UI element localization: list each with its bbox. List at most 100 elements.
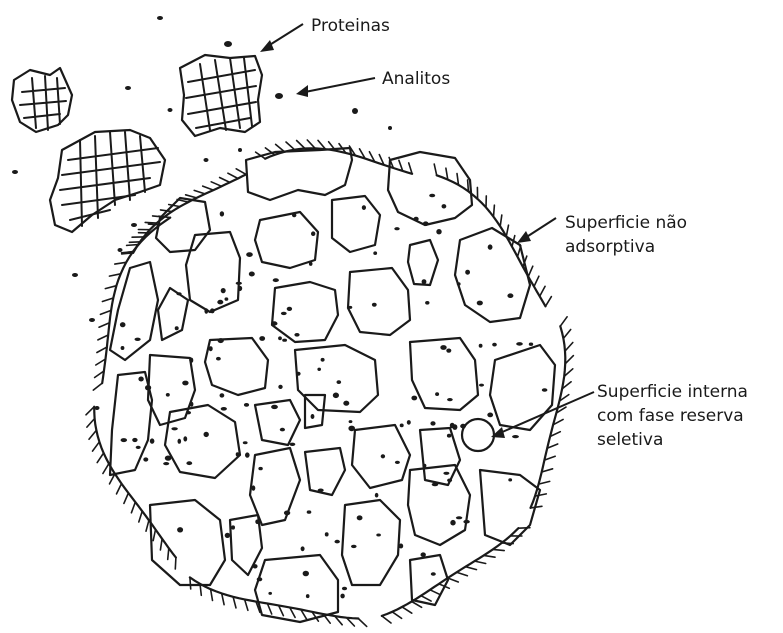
inner-analyte-dot: [281, 312, 287, 315]
inner-analyte-dot: [177, 527, 183, 532]
inner-analyte-dot: [210, 308, 215, 313]
inner-analyte-dot: [163, 462, 169, 465]
inner-analyte-dot: [479, 384, 484, 387]
inner-analyte-dot: [249, 272, 255, 277]
inner-analyte-dot: [399, 544, 403, 549]
outer-surface-tick: [468, 180, 469, 192]
inner-analyte-dot: [244, 403, 249, 407]
inner-analyte-dot: [450, 520, 455, 526]
inner-analyte-dot: [488, 244, 493, 249]
inner-analyte-dot: [317, 368, 321, 371]
arrow-analytes: [296, 78, 375, 97]
outer-surface-tick: [307, 140, 315, 148]
inner-analyte-dots: [120, 194, 547, 599]
inner-analyte-dot: [246, 252, 253, 257]
inner-analyte-dot: [245, 452, 250, 457]
outer-surface-tick: [117, 484, 122, 494]
inner-analyte-dot: [253, 564, 258, 568]
outer-surface-tick: [86, 407, 94, 415]
inner-analyte-dot: [436, 229, 441, 234]
label-proteins: Proteinas: [311, 16, 390, 36]
inner-analyte-dot: [507, 293, 513, 298]
inner-analyte-dot: [236, 282, 242, 285]
inner-analyte-dot: [175, 326, 179, 330]
inner-analyte-dot: [414, 217, 419, 221]
inner-analyte-dot: [143, 457, 148, 461]
label-inner-surface-line1: Superficie interna: [597, 382, 748, 402]
inner-analyte-dot: [221, 407, 227, 411]
inner-analyte-dot: [296, 372, 301, 376]
outer-surface-tick: [220, 178, 230, 183]
inner-analyte-dot: [375, 493, 379, 498]
inner-analyte-dot: [294, 333, 299, 337]
outer-surface-tick: [168, 548, 169, 559]
inner-analyte-dot: [394, 227, 399, 230]
outer-surface-tick: [448, 578, 459, 582]
outer-surface-tick: [392, 612, 401, 619]
inner-analyte-dot: [512, 435, 519, 438]
inner-analyte-dot: [138, 377, 143, 382]
outer-surface-ticks: [86, 140, 573, 626]
inner-analyte-dot: [337, 380, 342, 384]
inner-analyte-dot: [278, 385, 282, 389]
outer-surface-tick: [124, 493, 128, 503]
inner-analyte-dot: [479, 344, 483, 348]
inner-analyte-dot: [121, 438, 127, 442]
inner-analyte-dot: [423, 221, 429, 226]
inner-analyte-dot: [362, 205, 366, 210]
inner-analyte-dot: [407, 420, 411, 425]
inner-analyte-dot: [357, 515, 363, 520]
inner-analyte-dot: [446, 349, 451, 353]
inner-analyte-dot: [190, 402, 194, 407]
inner-analyte-dot: [220, 393, 225, 397]
inner-analyte-dot: [178, 439, 182, 444]
outer-surface-tick: [93, 442, 100, 451]
inner-analyte-dot: [132, 438, 137, 442]
inner-analyte-dot: [342, 587, 347, 591]
outer-surface-tick: [139, 511, 142, 522]
label-outer-surface-line2: adsorptiva: [565, 237, 655, 257]
inner-analyte-dot: [318, 489, 324, 492]
outer-surface-tick: [466, 567, 477, 570]
inner-analyte-dot: [135, 338, 141, 341]
inner-analyte-dot: [463, 520, 469, 524]
inner-analyte-dot: [429, 194, 435, 198]
outer-surface-tick: [402, 607, 412, 613]
protein-aggregate-large: [50, 130, 165, 232]
inner-analyte-dot: [217, 300, 223, 305]
inner-analyte-dot: [431, 572, 436, 576]
inner-analyte-dot: [271, 405, 278, 409]
inner-analyte-dot: [447, 398, 453, 401]
inner-analyte-dot: [456, 516, 462, 519]
inner-analyte-dot: [278, 336, 282, 340]
inner-analyte-dot: [381, 454, 385, 458]
outer-surface-tick: [99, 323, 110, 327]
outer-boundary-arc: [94, 407, 176, 558]
outer-surface-tick: [421, 596, 431, 601]
label-inner-surface-line2: com fase reserva: [597, 406, 744, 426]
inner-reserve-phase-circle: [462, 419, 494, 451]
inner-analyte-dot: [301, 546, 305, 551]
inner-analyte-dot: [321, 358, 325, 362]
inner-analyte-dot: [348, 306, 352, 309]
inner-analyte-dot: [231, 525, 235, 529]
outer-surface-tick: [560, 317, 567, 326]
inner-analyte-dot: [340, 594, 344, 599]
inner-analyte-dot: [460, 424, 466, 429]
inner-analyte-dot: [287, 307, 292, 311]
outer-surface-tick: [540, 286, 545, 296]
inner-analyte-dot: [421, 552, 426, 557]
outer-surface-tick: [146, 520, 149, 531]
outer-surface-tick: [528, 266, 533, 276]
inner-analyte-dot: [166, 393, 170, 397]
inner-analyte-dot: [303, 571, 309, 577]
inner-analyte-dot: [145, 385, 151, 390]
protein-aggregate-small: [12, 68, 72, 132]
outer-surface-tick: [506, 225, 508, 236]
inner-analyte-dot: [209, 346, 213, 351]
outer-surface-tick: [203, 186, 214, 190]
inner-analyte-dot: [120, 322, 126, 327]
inner-analyte-dot: [351, 545, 357, 548]
inner-analyte-dot: [311, 231, 315, 236]
